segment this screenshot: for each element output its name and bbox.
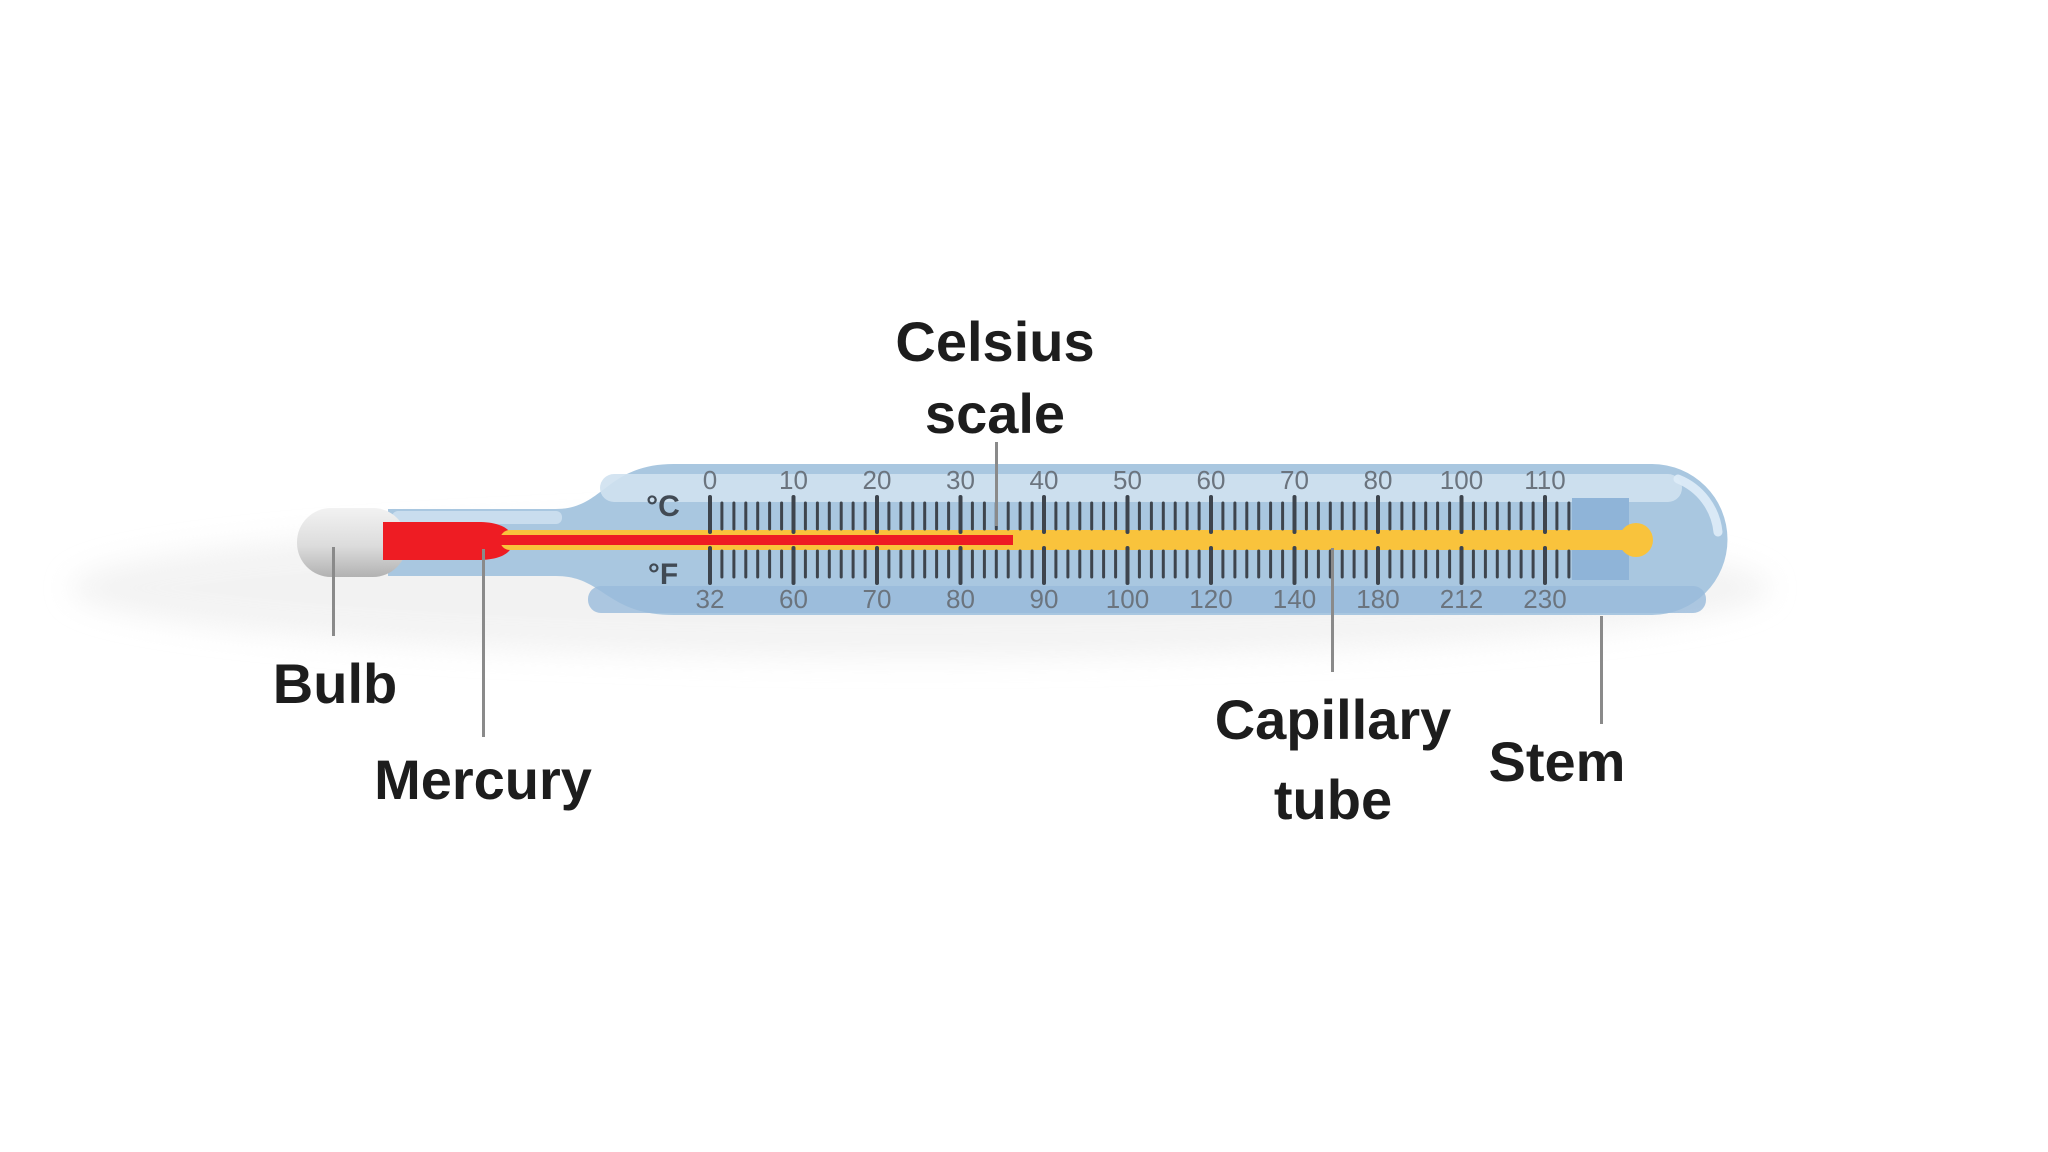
celsius-scale-number: 70 bbox=[1280, 465, 1309, 495]
fahrenheit-unit-label: °F bbox=[648, 558, 678, 591]
mercury-reservoir bbox=[383, 522, 513, 560]
celsius-scale-number: 80 bbox=[1364, 465, 1393, 495]
celsius-scale-label: Celsius scale bbox=[895, 306, 1094, 450]
celsius-scale-number: 100 bbox=[1440, 465, 1483, 495]
fahrenheit-scale-number: 90 bbox=[1030, 584, 1059, 614]
fahrenheit-scale-number: 100 bbox=[1106, 584, 1149, 614]
capillary-leader-line bbox=[1331, 548, 1334, 672]
celsius-leader-line bbox=[995, 442, 998, 526]
celsius-scale-number: 0 bbox=[703, 465, 717, 495]
tube-bottom-shade bbox=[588, 586, 1706, 613]
fahrenheit-scale-number: 180 bbox=[1356, 584, 1399, 614]
fahrenheit-scale-number: 70 bbox=[863, 584, 892, 614]
celsius-unit-label: °C bbox=[646, 490, 680, 523]
fahrenheit-scale-number: 140 bbox=[1273, 584, 1316, 614]
celsius-tick-row bbox=[708, 495, 1571, 534]
celsius-scale-numbers: 0 10 20 30 40 50 60 70 80 100 110 bbox=[703, 465, 1566, 495]
fahrenheit-scale-number: 32 bbox=[696, 584, 725, 614]
celsius-scale-number: 60 bbox=[1197, 465, 1226, 495]
tube-gloss-band bbox=[600, 474, 1682, 502]
fahrenheit-scale-numbers: 32 60 70 80 90 100 120 140 180 212 230 bbox=[696, 584, 1567, 614]
bulb-shape bbox=[297, 508, 407, 577]
fahrenheit-tick-row bbox=[708, 546, 1571, 585]
cap-gloss-arc bbox=[1673, 474, 1723, 537]
celsius-scale-number: 50 bbox=[1113, 465, 1142, 495]
capillary-tube-label: Capillary tube bbox=[1215, 680, 1452, 840]
fahrenheit-scale-number: 212 bbox=[1440, 584, 1483, 614]
capillary-tube-label-line1: Capillary bbox=[1214, 688, 1452, 751]
bulb-label: Bulb bbox=[272, 652, 398, 715]
capillary-end-ball bbox=[1619, 523, 1653, 557]
celsius-scale-number: 10 bbox=[779, 465, 808, 495]
neck-gloss-band bbox=[392, 511, 562, 524]
fahrenheit-scale-number: 60 bbox=[779, 584, 808, 614]
celsius-scale-number: 40 bbox=[1030, 465, 1059, 495]
stem-leader-line bbox=[1600, 616, 1603, 724]
celsius-scale-label-line2: scale bbox=[924, 382, 1066, 445]
fahrenheit-scale-number: 120 bbox=[1189, 584, 1232, 614]
celsius-scale-number: 30 bbox=[946, 465, 975, 495]
mercury-leader-line bbox=[482, 549, 485, 737]
celsius-scale-number: 20 bbox=[863, 465, 892, 495]
fahrenheit-scale-number: 230 bbox=[1523, 584, 1566, 614]
celsius-scale-label-line1: Celsius bbox=[895, 310, 1095, 373]
fahrenheit-scale-number: 80 bbox=[946, 584, 975, 614]
mercury-label: Mercury bbox=[374, 748, 592, 811]
stem-label: Stem bbox=[1488, 730, 1626, 793]
bulb-leader-line bbox=[332, 547, 335, 636]
mercury-column bbox=[500, 535, 1013, 545]
capillary-tube-label-line2: tube bbox=[1273, 768, 1393, 831]
celsius-scale-number: 110 bbox=[1524, 465, 1565, 495]
